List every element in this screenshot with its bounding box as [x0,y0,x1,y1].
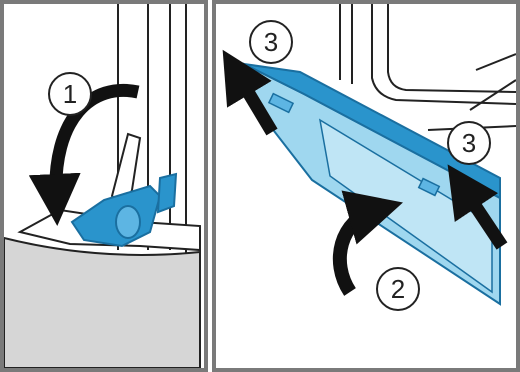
blue-strip [158,174,176,212]
callout-label: 3 [462,128,476,158]
callout-1: 1 [49,73,91,115]
panel-right: 3 3 2 [214,2,518,370]
floor-surface [4,238,200,368]
callout-3-top: 3 [250,21,292,63]
callout-2: 2 [377,268,419,310]
callout-3-right: 3 [448,122,490,164]
callout-label: 2 [391,274,405,304]
callout-label: 3 [264,27,278,57]
clip-hole [116,206,140,238]
panel-left: 1 [2,2,206,370]
callout-label: 1 [63,79,77,109]
